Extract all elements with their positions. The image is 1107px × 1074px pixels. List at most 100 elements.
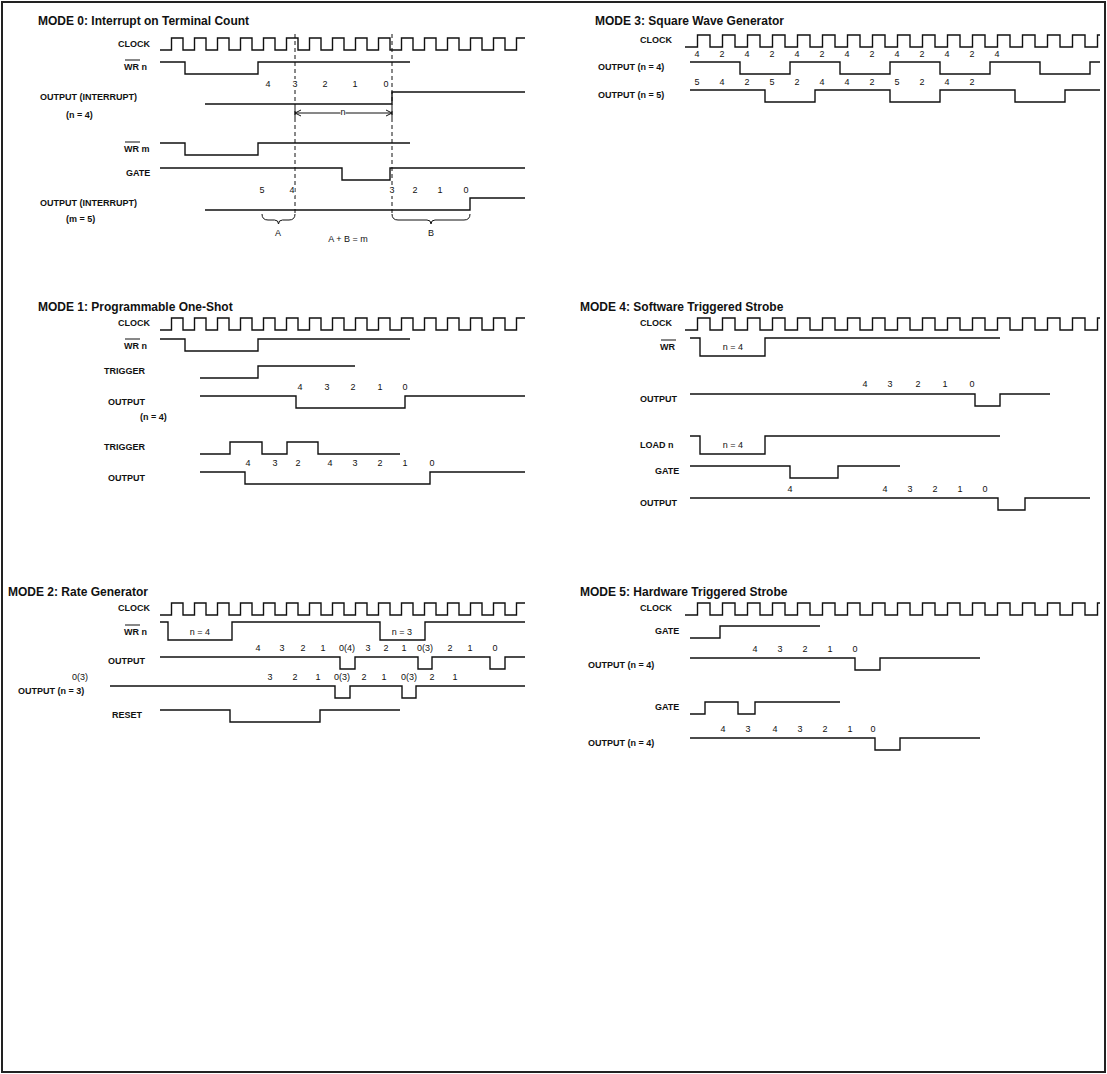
count-value: 2 xyxy=(322,79,327,90)
count-value: 0 xyxy=(383,79,388,90)
waveform xyxy=(685,318,1100,330)
signal-name: CLOCK xyxy=(118,603,150,614)
signal-name: TRIGGER xyxy=(104,442,145,453)
count-value: 4 xyxy=(994,49,999,60)
mode-title: MODE 2: Rate Generator xyxy=(8,585,148,599)
waveform xyxy=(110,686,525,698)
count-value: n xyxy=(340,107,345,118)
count-value: 4 xyxy=(844,49,849,60)
count-value: 0 xyxy=(429,458,434,469)
count-value: n = 4 xyxy=(723,342,743,353)
signal-name: OUTPUT xyxy=(108,656,145,667)
count-value: 4 xyxy=(719,77,724,88)
count-value: 4 xyxy=(752,644,757,655)
count-value: 4 xyxy=(289,185,294,196)
waveform xyxy=(160,318,525,330)
count-value: 1 xyxy=(315,672,320,683)
waveform xyxy=(685,603,1100,615)
signal-name: CLOCK xyxy=(640,35,672,46)
count-value: 1 xyxy=(402,458,407,469)
count-value: 4 xyxy=(265,79,270,90)
mode-title: MODE 1: Programmable One-Shot xyxy=(38,300,233,314)
count-value: n = 4 xyxy=(190,627,210,638)
count-value: 2 xyxy=(412,185,417,196)
count-value: 2 xyxy=(719,49,724,60)
waveform xyxy=(690,702,840,714)
signal-name: TRIGGER xyxy=(104,366,145,377)
signal-name: OUTPUT (n = 5) xyxy=(598,90,664,101)
signal-name: OUTPUT xyxy=(108,397,145,408)
signal-name: OUTPUT (INTERRUPT) xyxy=(40,92,137,103)
count-value: 1 xyxy=(847,724,852,735)
count-value: 0 xyxy=(463,185,468,196)
count-value: 2 xyxy=(361,672,366,683)
count-value: 3 xyxy=(777,644,782,655)
count-value: 4 xyxy=(245,458,250,469)
count-value: 1 xyxy=(352,79,357,90)
signal-name: WR n xyxy=(124,62,147,73)
count-value: 0(4) xyxy=(339,643,355,654)
waveform xyxy=(160,62,410,74)
count-value: 4 xyxy=(844,77,849,88)
signal-name: GATE xyxy=(126,168,150,179)
count-value: 5 xyxy=(259,185,264,196)
count-value: 4 xyxy=(720,724,725,735)
mode-title: MODE 5: Hardware Triggered Strobe xyxy=(580,585,787,599)
count-value: 2 xyxy=(295,458,300,469)
active-low-bar xyxy=(661,340,676,341)
count-value: B xyxy=(428,228,434,239)
count-value: 5 xyxy=(694,77,699,88)
count-value: 0 xyxy=(492,643,497,654)
count-value: 2 xyxy=(744,77,749,88)
count-value: 2 xyxy=(869,49,874,60)
active-low-bar xyxy=(125,142,140,143)
waveform xyxy=(690,338,1000,356)
signal-name: OUTPUT (n = 3) xyxy=(18,686,84,697)
count-value: 0 xyxy=(969,379,974,390)
count-value: 1 xyxy=(467,643,472,654)
count-value: 4 xyxy=(819,77,824,88)
count-value: 0 xyxy=(852,644,857,655)
active-low-bar xyxy=(125,60,140,61)
count-value: 0(3) xyxy=(72,672,88,683)
count-value: 0(3) xyxy=(417,643,433,654)
span-arrow xyxy=(295,110,301,116)
waveform xyxy=(205,92,525,104)
count-value: 4 xyxy=(744,49,749,60)
signal-name: LOAD n xyxy=(640,440,674,451)
waveform xyxy=(160,143,410,155)
count-value: 1 xyxy=(452,672,457,683)
count-value: 1 xyxy=(437,185,442,196)
count-value: 2 xyxy=(932,484,937,495)
count-value: 0(3) xyxy=(334,672,350,683)
count-value: 3 xyxy=(352,458,357,469)
count-value: 2 xyxy=(377,458,382,469)
waveform xyxy=(690,90,1100,102)
count-value: 3 xyxy=(292,79,297,90)
count-value: 3 xyxy=(389,185,394,196)
mode-title: MODE 4: Software Triggered Strobe xyxy=(580,300,783,314)
count-value: 1 xyxy=(377,382,382,393)
count-value: 2 xyxy=(769,49,774,60)
count-value: 2 xyxy=(819,49,824,60)
signal-name: (n = 4) xyxy=(66,110,93,121)
count-value: 3 xyxy=(745,724,750,735)
count-value: 2 xyxy=(969,77,974,88)
count-value: 4 xyxy=(772,724,777,735)
count-value: 4 xyxy=(297,382,302,393)
signal-name: CLOCK xyxy=(118,318,150,329)
signal-name: WR n xyxy=(124,627,147,638)
waveform xyxy=(690,738,980,750)
count-value: 4 xyxy=(327,458,332,469)
count-value: 3 xyxy=(279,643,284,654)
count-value: 3 xyxy=(365,643,370,654)
signal-name: CLOCK xyxy=(640,318,672,329)
waveform xyxy=(205,198,525,210)
waveform xyxy=(200,396,525,408)
count-value: 3 xyxy=(324,382,329,393)
signal-name: WR n xyxy=(124,341,147,352)
count-value: 4 xyxy=(255,643,260,654)
count-value: n = 4 xyxy=(723,440,743,451)
active-low-bar xyxy=(125,625,140,626)
